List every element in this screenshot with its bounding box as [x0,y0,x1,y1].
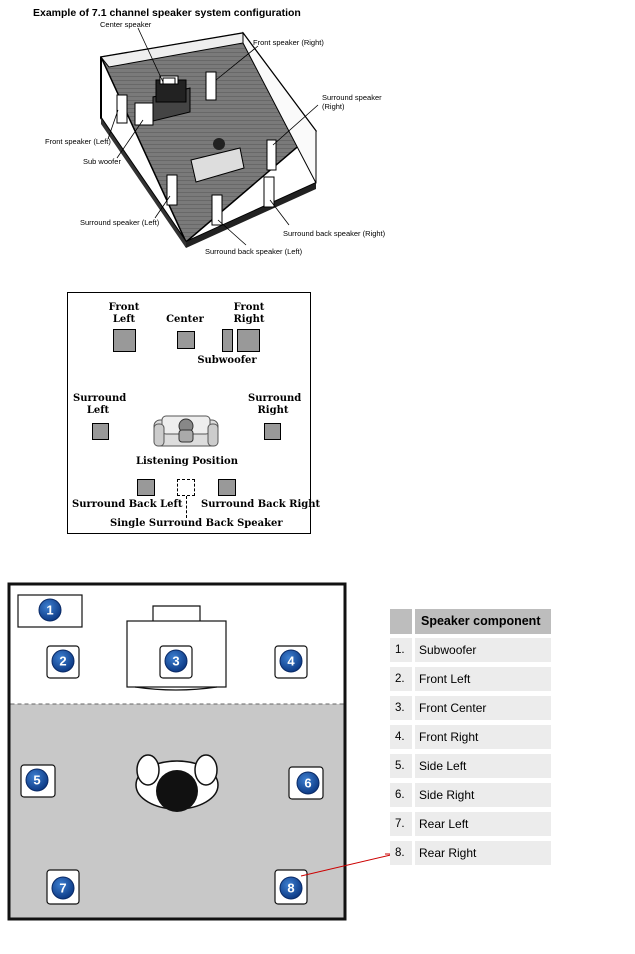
table-row: 1. Subwoofer [390,638,551,662]
label-surround-back-left: Surround back speaker (Left) [205,247,303,256]
row-label: Front Center [415,696,551,720]
speaker-badge-6: 6 [296,771,320,795]
label-front-left: Front Left [108,302,140,325]
row-number: 2. [390,667,412,691]
center-speaker [177,331,195,349]
surround-left-speaker [92,423,109,440]
table-row: 2. Front Left [390,667,551,691]
surround-back-left-speaker [137,479,155,496]
svg-text:8: 8 [287,881,294,896]
row-number: 4. [390,725,412,749]
front-left-speaker [113,329,136,352]
table-row: 7. Rear Left [390,812,551,836]
row-number: 6. [390,783,412,807]
table-row: 5. Side Left [390,754,551,778]
label-front-speaker-left: Front speaker (Left) [45,137,111,146]
single-surround-back-speaker [177,479,195,496]
numbered-room-diagram [7,582,396,921]
room-floor [99,32,318,244]
row-number: 1. [390,638,412,662]
row-label: Front Left [415,667,551,691]
row-label: Side Right [415,783,551,807]
schematic-layout-diagram [67,292,311,534]
label-subwoofer-schematic: Subwoofer [197,355,257,366]
sofa-listening-icon [153,415,219,447]
row-label: Front Right [415,725,551,749]
label-surround-back-left-schematic: Surround Back Left [72,499,183,510]
label-front-right: Front Right [233,302,265,325]
label-single-surround-back: Single Surround Back Speaker [110,518,283,529]
svg-text:6: 6 [304,776,311,791]
row-number: 3. [390,696,412,720]
row-label: Side Left [415,754,551,778]
label-surround-speaker-right: Surround speaker (Right) [322,93,382,111]
speaker-badge-1: 1 [38,598,62,622]
speaker-badge-2: 2 [51,649,75,673]
diagram1-title: Example of 7.1 channel speaker system co… [33,7,301,19]
svg-text:4: 4 [287,654,295,669]
table-row: 6. Side Right [390,783,551,807]
speaker-badge-3: 3 [164,649,188,673]
label-center: Center [166,314,204,325]
speaker-badge-5: 5 [25,768,49,792]
row-number: 5. [390,754,412,778]
svg-text:2: 2 [59,654,66,669]
speaker-badge-8: 8 [279,876,303,900]
surround-right-speaker [264,423,281,440]
label-surround-back-right-schematic: Surround Back Right [201,499,321,510]
table-header-num-cell [390,609,412,634]
label-center-speaker: Center speaker [100,20,152,29]
table-row: 4. Front Right [390,725,551,749]
svg-text:3: 3 [172,654,179,669]
front-right-speaker [237,329,260,352]
label-surround-right: Surround Right [248,393,302,416]
row-label: Rear Left [415,812,551,836]
surround-back-right-speaker [218,479,236,496]
svg-text:7: 7 [59,881,66,896]
speaker-badge-4: 4 [279,649,303,673]
svg-text:1: 1 [46,603,53,618]
row-number: 8. [390,841,412,865]
table-row: 3. Front Center [390,696,551,720]
isometric-room-drawing [99,27,319,248]
label-front-speaker-right: Front speaker (Right) [253,38,324,47]
label-surround-back-right: Surround back speaker (Right) [283,229,386,238]
row-label: Subwoofer [415,638,551,662]
label-subwoofer: Sub woofer [83,157,121,166]
label-listening-position: Listening Position [136,456,238,467]
table-row: 8. Rear Right [390,841,551,865]
row-number: 7. [390,812,412,836]
single-back-leader-line [186,496,187,518]
label-surround-left: Surround Left [73,393,127,416]
label-surround-speaker-left: Surround speaker (Left) [80,218,160,227]
row-label: Rear Right [415,841,551,865]
svg-text:5: 5 [33,773,40,788]
speaker-badge-7: 7 [51,876,75,900]
subwoofer-speaker [222,329,233,352]
table-header: Speaker component [415,609,551,634]
